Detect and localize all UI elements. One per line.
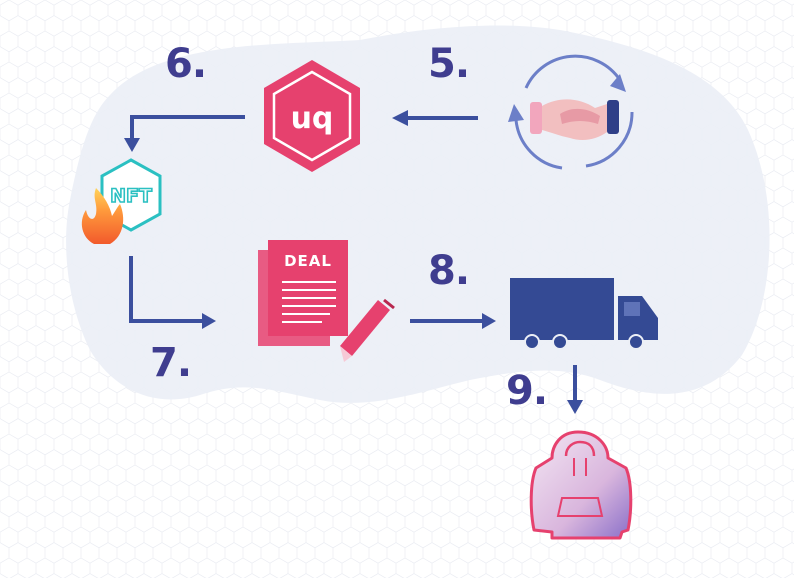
- handshake-icon: [508, 54, 634, 170]
- uq-hexagon-logo: uq: [264, 60, 360, 172]
- step-number-8: 8.: [428, 248, 470, 294]
- deal-text: DEAL: [284, 252, 332, 270]
- arrow-6-to-nft: [124, 115, 245, 152]
- arrow-5-to-6: [392, 110, 478, 126]
- arrow-truck-to-hoodie: [567, 365, 583, 414]
- hoodie-icon: [529, 430, 633, 540]
- step-number-7: 7.: [150, 340, 192, 386]
- step-number-6: 6.: [165, 41, 207, 87]
- pen-icon: [340, 298, 395, 362]
- nft-text: NFT: [110, 185, 152, 207]
- delivery-truck-icon: [510, 278, 658, 350]
- arrow-nft-to-deal: [129, 256, 216, 329]
- step-number-5: 5.: [428, 41, 470, 87]
- arrow-deal-to-truck: [410, 313, 496, 329]
- deal-document-icon: DEAL: [258, 240, 395, 362]
- step-number-9: 9.: [506, 368, 548, 414]
- nft-burn-icon: NFT: [81, 158, 162, 244]
- logo-text: uq: [291, 101, 334, 136]
